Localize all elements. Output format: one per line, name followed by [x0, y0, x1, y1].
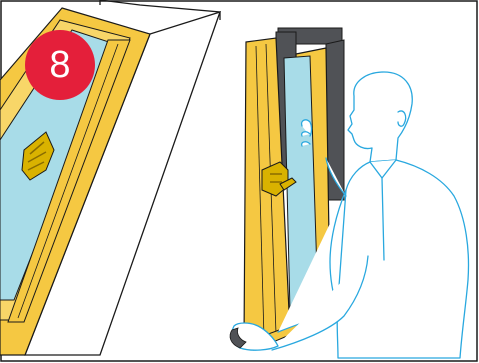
installed-window-frame	[0, 7, 151, 356]
window-hinge-icon	[21, 131, 55, 181]
sash-hinge-icon	[261, 161, 297, 197]
window-sash	[243, 27, 345, 351]
installer-person	[231, 71, 470, 359]
step-number: 8	[49, 44, 71, 86]
glove-detail	[229, 327, 247, 349]
step-badge-circle	[25, 30, 95, 100]
